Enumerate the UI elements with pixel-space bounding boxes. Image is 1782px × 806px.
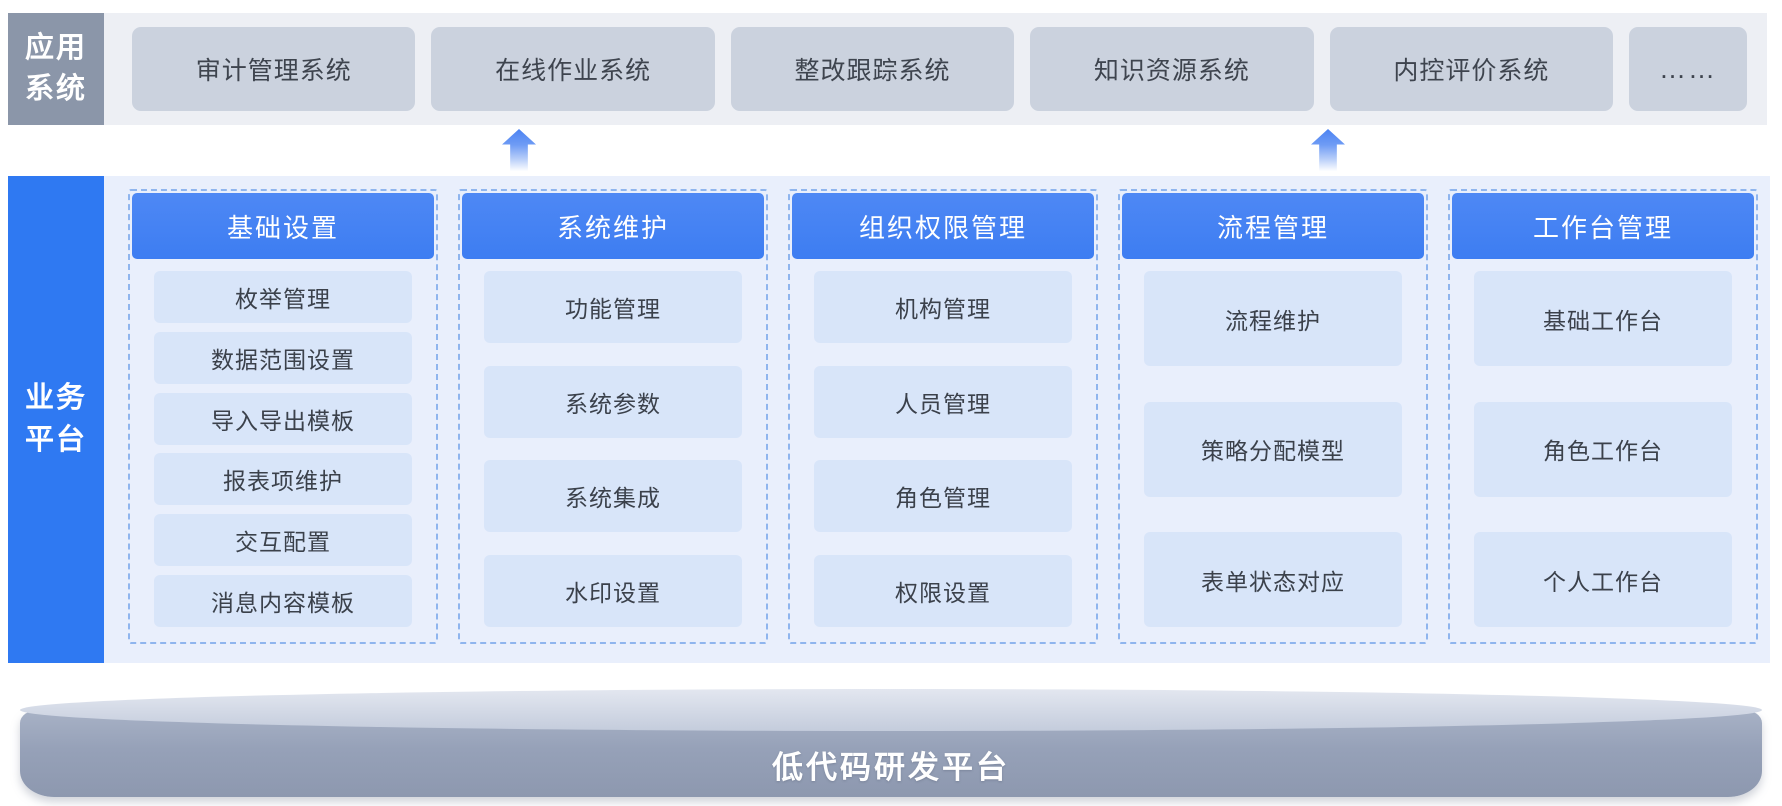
foundation-platform-label: 低代码研发平台 xyxy=(772,749,1010,785)
item-strategy-allocation-model: 策略分配模型 xyxy=(1144,401,1402,497)
up-arrow-icon xyxy=(502,129,536,171)
column-process-management-items: 流程维护 策略分配模型 表单状态对应 xyxy=(1122,259,1424,640)
item-role-management: 角色管理 xyxy=(814,460,1072,533)
item-data-scope-settings: 数据范围设置 xyxy=(154,331,412,384)
item-form-status-mapping: 表单状态对应 xyxy=(1144,532,1402,627)
disk-top xyxy=(20,689,1762,731)
business-platform-columns: 基础设置 枚举管理 数据范围设置 导入导出模板 报表项维护 交互配置 消息内容模… xyxy=(104,176,1770,663)
column-workbench-management-items: 基础工作台 角色工作台 个人工作台 xyxy=(1452,259,1754,640)
app-systems-label-line1: 应用 xyxy=(24,31,87,64)
app-systems-strip: 审计管理系统 在线作业系统 整改跟踪系统 知识资源系统 内控评价系统 …… xyxy=(104,13,1767,125)
app-system-internal-control-evaluation: 内控评价系统 xyxy=(1329,27,1614,111)
item-enumeration-management: 枚举管理 xyxy=(154,271,412,323)
item-personnel-management: 人员管理 xyxy=(814,365,1072,438)
business-platform-label-line1: 业务 xyxy=(24,382,87,415)
app-system-ellipsis: …… xyxy=(1629,27,1748,111)
item-message-content-templates: 消息内容模板 xyxy=(154,574,412,627)
item-system-integration: 系统集成 xyxy=(484,460,742,533)
business-platform-label-line2: 平台 xyxy=(24,423,87,456)
column-process-management: 流程管理 流程维护 策略分配模型 表单状态对应 xyxy=(1118,189,1428,644)
column-workbench-management-header: 工作台管理 xyxy=(1452,193,1754,259)
app-system-online-operations: 在线作业系统 xyxy=(431,27,715,111)
column-basic-settings: 基础设置 枚举管理 数据范围设置 导入导出模板 报表项维护 交互配置 消息内容模… xyxy=(128,189,438,644)
column-basic-settings-items: 枚举管理 数据范围设置 导入导出模板 报表项维护 交互配置 消息内容模板 xyxy=(132,259,434,640)
app-system-knowledge-resources: 知识资源系统 xyxy=(1030,27,1314,111)
app-systems-section: 应用 系统 审计管理系统 在线作业系统 整改跟踪系统 知识资源系统 内控评价系统… xyxy=(8,13,1767,125)
column-system-maintenance-items: 功能管理 系统参数 系统集成 水印设置 xyxy=(462,259,764,640)
up-arrow-icon xyxy=(1311,129,1345,171)
item-watermark-settings: 水印设置 xyxy=(484,554,742,627)
item-personal-workbench: 个人工作台 xyxy=(1474,532,1732,627)
business-platform-label: 业务 平台 xyxy=(8,176,104,663)
item-report-item-maintenance: 报表项维护 xyxy=(154,453,412,506)
item-organization-management: 机构管理 xyxy=(814,271,1072,343)
foundation-platform: 低代码研发平台 xyxy=(20,689,1762,797)
column-workbench-management: 工作台管理 基础工作台 角色工作台 个人工作台 xyxy=(1448,189,1758,644)
business-platform-section: 业务 平台 基础设置 枚举管理 数据范围设置 导入导出模板 报表项维护 交互配置… xyxy=(8,176,1770,663)
item-system-parameters: 系统参数 xyxy=(484,365,742,438)
item-permission-settings: 权限设置 xyxy=(814,554,1072,627)
app-system-audit-management: 审计管理系统 xyxy=(132,27,416,111)
column-org-permission-management-header: 组织权限管理 xyxy=(792,193,1094,259)
item-process-maintenance: 流程维护 xyxy=(1144,271,1402,366)
app-systems-label-line2: 系统 xyxy=(24,73,87,105)
app-system-rectification-tracking: 整改跟踪系统 xyxy=(730,27,1015,111)
item-role-workbench: 角色工作台 xyxy=(1474,401,1732,497)
item-function-management: 功能管理 xyxy=(484,271,742,343)
column-basic-settings-header: 基础设置 xyxy=(132,193,434,259)
column-org-permission-management-items: 机构管理 人员管理 角色管理 权限设置 xyxy=(792,259,1094,640)
column-process-management-header: 流程管理 xyxy=(1122,193,1424,259)
app-systems-label: 应用 系统 xyxy=(8,13,104,125)
column-org-permission-management: 组织权限管理 机构管理 人员管理 角色管理 权限设置 xyxy=(788,189,1098,644)
column-system-maintenance-header: 系统维护 xyxy=(462,193,764,259)
item-interaction-config: 交互配置 xyxy=(154,514,412,567)
column-system-maintenance: 系统维护 功能管理 系统参数 系统集成 水印设置 xyxy=(458,189,768,644)
item-import-export-templates: 导入导出模板 xyxy=(154,392,412,445)
item-basic-workbench: 基础工作台 xyxy=(1474,271,1732,366)
